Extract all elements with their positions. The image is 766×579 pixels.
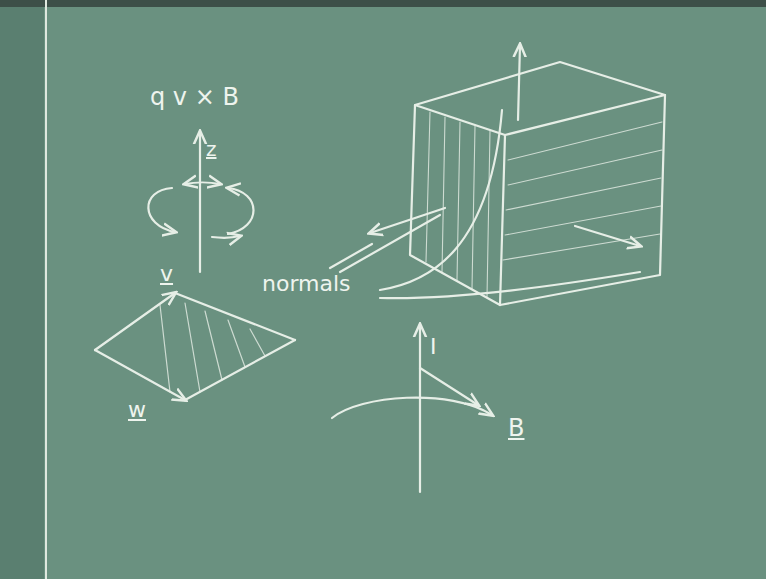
parallelogram-figure bbox=[95, 293, 295, 400]
z-axis-figure bbox=[148, 132, 253, 272]
normals-note: normals bbox=[262, 272, 351, 296]
axis-label: z bbox=[206, 138, 217, 160]
vector-label: w bbox=[128, 398, 146, 422]
force-formula: q v × B bbox=[150, 84, 239, 110]
board-frame-line bbox=[45, 0, 47, 579]
current-label: I bbox=[430, 335, 437, 359]
vector-label: v bbox=[160, 262, 173, 286]
field-label: B bbox=[508, 415, 524, 441]
cube-figure bbox=[330, 45, 665, 305]
board-edge bbox=[0, 0, 44, 579]
current-field-figure bbox=[332, 325, 492, 492]
board-top-strip bbox=[0, 0, 766, 7]
